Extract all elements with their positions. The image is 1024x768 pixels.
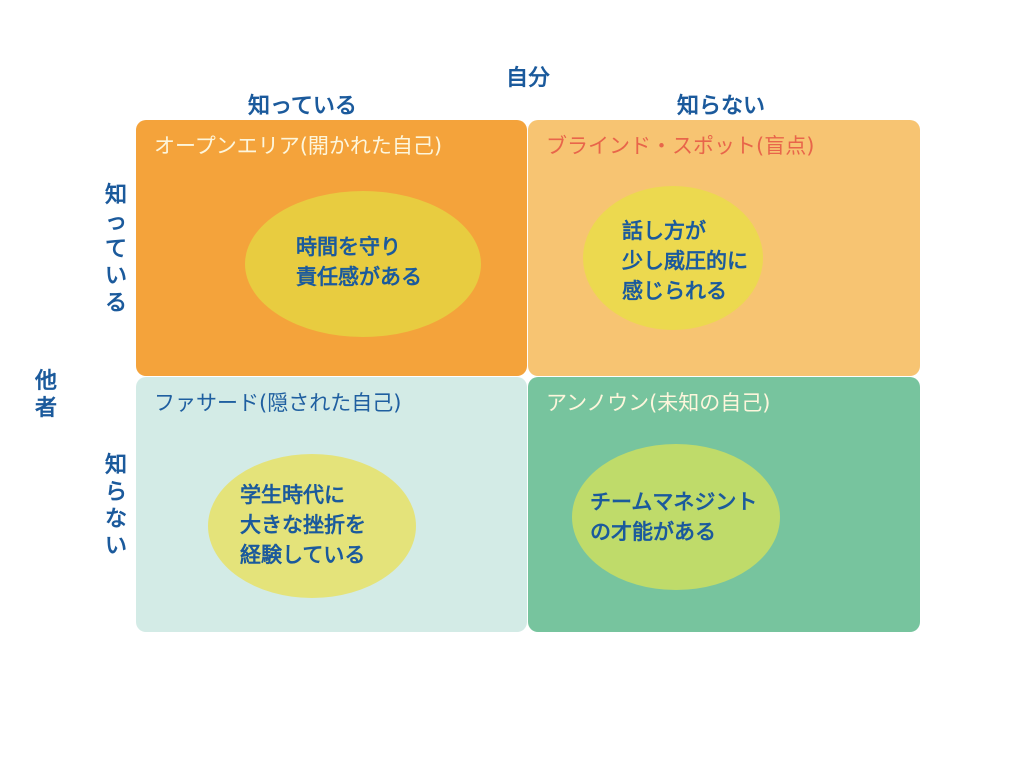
quadrant-content: 時間を守り 責任感がある	[296, 235, 422, 289]
quadrant-title: ブラインド・スポット(盲点)	[546, 134, 815, 158]
ellipse	[583, 186, 763, 330]
col-unknown-label: 知らない	[677, 94, 766, 119]
quadrant-blind-spot: ブラインド・スポット(盲点) 話し方が 少し威圧的に 感じられる	[528, 120, 920, 376]
quadrant-facade: ファサード(隠された自己) 学生時代に 大きな挫折を 経験している	[136, 377, 527, 632]
row-known-label: 知っている	[104, 183, 127, 316]
quadrant-open-area: オープンエリア(開かれた自己) 時間を守り 責任感がある	[136, 120, 527, 376]
axis-self-label: 自分	[506, 66, 551, 91]
col-known-label: 知っている	[248, 94, 357, 119]
ellipse	[245, 191, 481, 337]
quadrant-content: 話し方が 少し威圧的に 感じられる	[622, 219, 748, 303]
quadrant-title: オープンエリア(開かれた自己)	[154, 134, 443, 158]
axis-others-label: 他者	[34, 369, 57, 421]
quadrant-title: アンノウン(未知の自己)	[546, 391, 771, 415]
quadrant-unknown: アンノウン(未知の自己) チームマネジント の才能がある	[528, 377, 920, 632]
ellipse	[208, 454, 416, 598]
quadrant-title: ファサード(隠された自己)	[154, 391, 402, 415]
quadrant-content: 学生時代に 大きな挫折を 経験している	[240, 483, 366, 567]
row-unknown-label: 知らない	[104, 453, 127, 559]
quadrant-content: チームマネジント の才能がある	[590, 490, 758, 544]
ellipse	[572, 444, 780, 590]
